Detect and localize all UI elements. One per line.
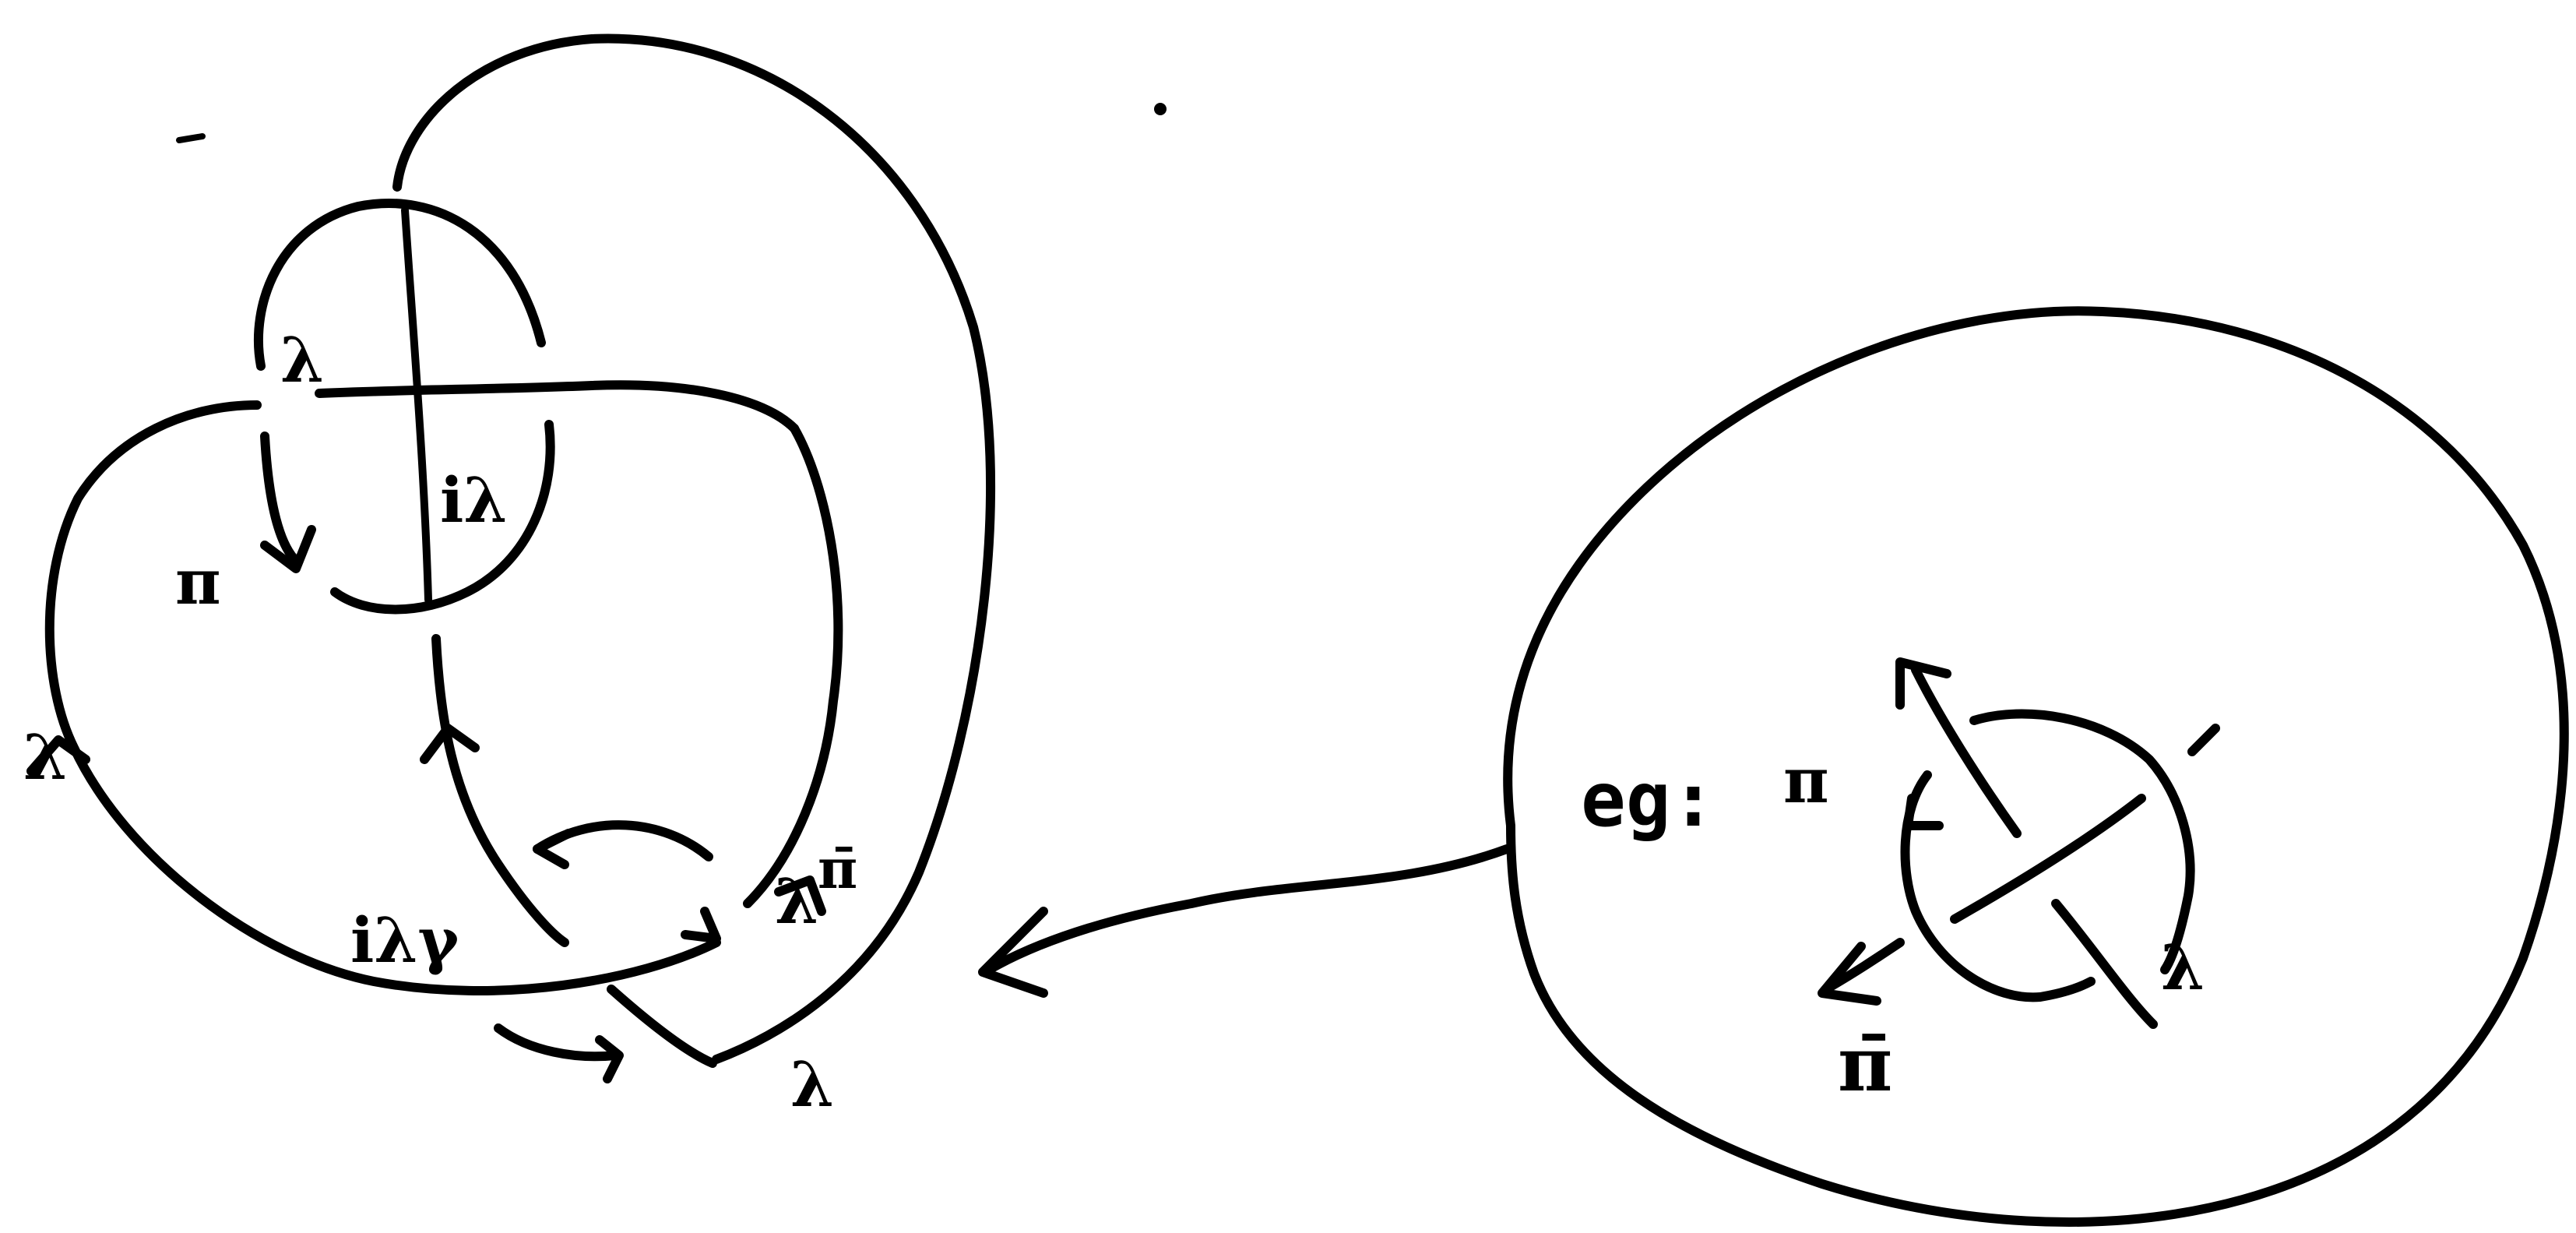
connector-arrow	[978, 844, 1511, 998]
label-lambda-right: λ	[2161, 931, 2205, 1004]
knot-diagonal-main	[1950, 794, 2146, 924]
knot-strand-right	[2051, 899, 2158, 1029]
knot-strand-left-up	[1911, 665, 2022, 838]
bottom-curved-arrow	[494, 1023, 620, 1062]
vertical-strand-lower	[431, 634, 569, 947]
lower-right-strand	[607, 985, 717, 1068]
label-i-lambda-gamma: iλγ	[350, 904, 459, 977]
main-loop-top	[315, 380, 799, 433]
label-pi-left: π	[175, 545, 221, 618]
bottom-curved-arrow-head	[595, 1035, 624, 1083]
arrowhead-pi-bar	[774, 875, 826, 916]
label-lambda-bottom: λ	[790, 1048, 834, 1121]
connector-arrowhead	[978, 907, 1048, 998]
arrowhead-top	[1895, 657, 1951, 710]
label-pi-right: π	[1783, 744, 1829, 817]
label-lambda-left: λ	[23, 720, 67, 794]
big-circle	[1503, 306, 2569, 1227]
right-diagram: eg: π λ π̄	[1503, 306, 2569, 1227]
arrowhead-main-lower	[681, 907, 721, 943]
label-i-lambda: iλ	[440, 463, 507, 537]
label-lambda-pi-bar: λ	[775, 865, 818, 938]
connector-line	[984, 844, 1511, 974]
arrowhead-pi	[1903, 794, 1944, 830]
knot-diagonal-tick	[2187, 724, 2220, 756]
vertical-strand-top	[401, 206, 432, 604]
knot-arc-top	[1969, 709, 2195, 974]
inner-curved-arrow-head	[533, 829, 573, 869]
main-loop	[44, 400, 721, 995]
knot-arc-left	[1900, 770, 2096, 1002]
arrowhead-vertical	[420, 724, 480, 764]
stray-mark	[176, 133, 206, 143]
top-oval	[254, 199, 546, 371]
main-loop-right	[743, 424, 843, 908]
arrowhead-pi-left	[260, 525, 316, 573]
label-lambda-top: λ	[280, 323, 324, 396]
stray-dot	[1154, 103, 1167, 115]
left-diagram: λ iλ π λ iλγ λ π̄ λ	[23, 33, 1167, 1121]
arrowhead-bottom-left	[1818, 942, 1881, 1006]
outer-arc	[392, 33, 996, 1064]
top-oval-lower	[260, 432, 301, 565]
label-pi-bar-sup: π̄	[818, 837, 857, 901]
label-eg: eg:	[1581, 756, 1716, 844]
arrowhead-bottom-left-line	[1821, 938, 1905, 994]
top-oval-right	[330, 420, 555, 615]
label-pi-bar-bottom: π̄	[1838, 1020, 1892, 1108]
arrowhead-lambda-left	[26, 735, 90, 776]
